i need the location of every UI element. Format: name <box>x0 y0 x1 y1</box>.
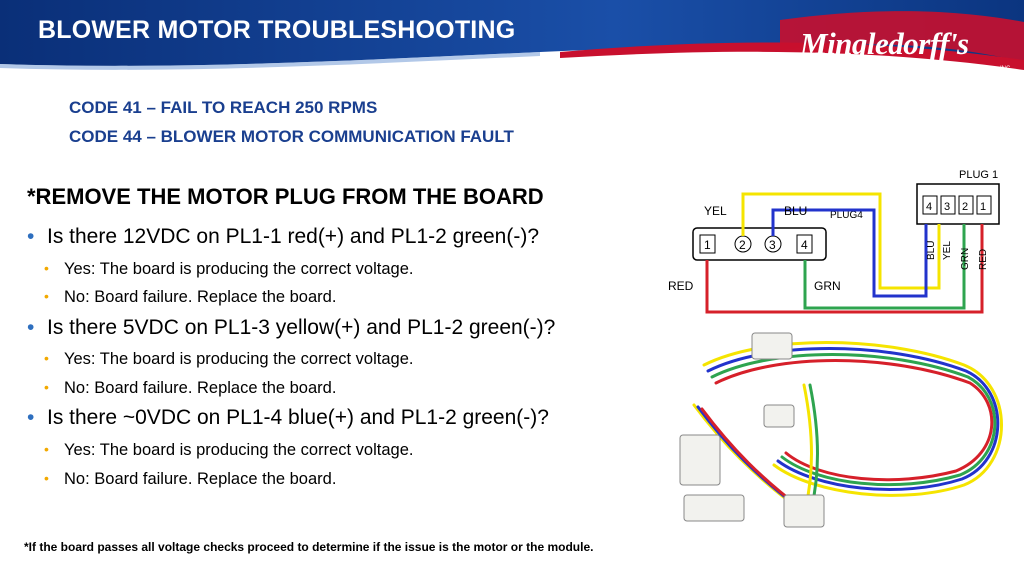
plug1-pin-3: 3 <box>940 195 956 215</box>
plug4-connector <box>692 227 827 261</box>
svg-text:4: 4 <box>926 201 932 213</box>
plug1-label-yel: YEL <box>942 241 953 260</box>
check-question-2: • Is there 5VDC on PL1-3 yellow(+) and PL… <box>27 316 555 340</box>
plug1-label-red: RED <box>978 249 989 270</box>
check-question-text: Is there 12VDC on PL1-1 red(+) and PL1-2… <box>47 225 540 248</box>
plug4-label: PLUG4 <box>830 210 863 221</box>
wire-label-red: RED <box>668 279 694 293</box>
plug4-pin-1: 1 <box>699 234 716 254</box>
svg-text:3: 3 <box>769 238 776 252</box>
wire-green <box>803 224 966 310</box>
wire-label-grn: GRN <box>814 279 841 293</box>
svg-text:1: 1 <box>980 201 986 213</box>
check-no-text: No: Board failure. Replace the board. <box>64 470 337 488</box>
fault-code-41: CODE 41 – FAIL TO REACH 250 RPMS <box>69 98 378 117</box>
plug4-pin-3: 3 <box>764 235 782 253</box>
check-yes-3: • Yes: The board is producing the correct… <box>44 441 413 460</box>
bullet-icon: • <box>27 316 35 339</box>
svg-text:4: 4 <box>801 238 808 252</box>
check-question-3: • Is there ~0VDC on PL1-4 blue(+) and PL1… <box>27 406 549 430</box>
check-yes-text: Yes: The board is producing the correct … <box>64 350 414 368</box>
wiring-harness-image <box>679 332 1003 528</box>
check-no-text: No: Board failure. Replace the board. <box>64 379 337 397</box>
check-question-text: Is there ~0VDC on PL1-4 blue(+) and PL1-… <box>47 406 549 429</box>
svg-text:2: 2 <box>739 238 746 252</box>
wire-red <box>705 224 984 314</box>
check-question-text: Is there 5VDC on PL1-3 yellow(+) and PL1… <box>47 316 556 339</box>
wire-label-blu: BLU <box>784 204 807 218</box>
check-no-1: • No: Board failure. Replace the board. <box>44 288 336 307</box>
wire-label-yel: YEL <box>704 204 727 218</box>
check-yes-text: Yes: The board is producing the correct … <box>64 441 414 459</box>
header-background <box>0 0 1024 70</box>
sub-bullet-icon: • <box>44 379 49 395</box>
check-yes-text: Yes: The board is producing the correct … <box>64 260 414 278</box>
fault-code-44: CODE 44 – BLOWER MOTOR COMMUNICATION FAU… <box>69 127 514 146</box>
company-logo: Mingledorff's <box>800 26 969 61</box>
bullet-icon: • <box>27 225 35 248</box>
plug1-pin-2: 2 <box>958 195 974 215</box>
check-no-2: • No: Board failure. Replace the board. <box>44 379 336 398</box>
wire-yellow <box>741 192 941 290</box>
check-yes-2: • Yes: The board is producing the correct… <box>44 350 413 369</box>
plug1-pin-4: 4 <box>922 195 938 215</box>
check-question-1: • Is there 12VDC on PL1-1 red(+) and PL1-… <box>27 225 539 249</box>
sub-bullet-icon: • <box>44 260 49 276</box>
bullet-icon: • <box>27 406 35 429</box>
header-banner: BLOWER MOTOR TROUBLESHOOTING Mingledorff… <box>0 0 1024 100</box>
plug1-label-grn: GRN <box>960 248 971 270</box>
check-yes-1: • Yes: The board is producing the correct… <box>44 260 413 279</box>
wiring-diagram: PLUG4 1 2 3 4 PLUG 1 4 3 2 1 YEL BLU RED… <box>668 169 1000 314</box>
instruction-heading: *REMOVE THE MOTOR PLUG FROM THE BOARD <box>27 184 544 209</box>
sub-bullet-icon: • <box>44 470 49 486</box>
svg-text:2: 2 <box>962 201 968 213</box>
wire-blue <box>771 208 928 298</box>
sub-bullet-icon: • <box>44 288 49 304</box>
plug1-label: PLUG 1 <box>959 169 998 181</box>
plug1-connector <box>916 183 1000 225</box>
svg-text:3: 3 <box>944 201 950 213</box>
check-no-3: • No: Board failure. Replace the board. <box>44 470 336 489</box>
plug4-pin-4: 4 <box>796 234 813 254</box>
footnote: *If the board passes all voltage checks … <box>24 540 594 554</box>
company-logo-inc: INC <box>1000 66 1011 72</box>
plug1-label-blu: BLU <box>926 241 937 260</box>
plug1-pin-1: 1 <box>976 195 992 215</box>
sub-bullet-icon: • <box>44 350 49 366</box>
page-title: BLOWER MOTOR TROUBLESHOOTING <box>38 16 516 44</box>
plug4-pin-2: 2 <box>734 235 752 253</box>
svg-text:1: 1 <box>704 238 711 252</box>
sub-bullet-icon: • <box>44 441 49 457</box>
check-no-text: No: Board failure. Replace the board. <box>64 288 337 306</box>
